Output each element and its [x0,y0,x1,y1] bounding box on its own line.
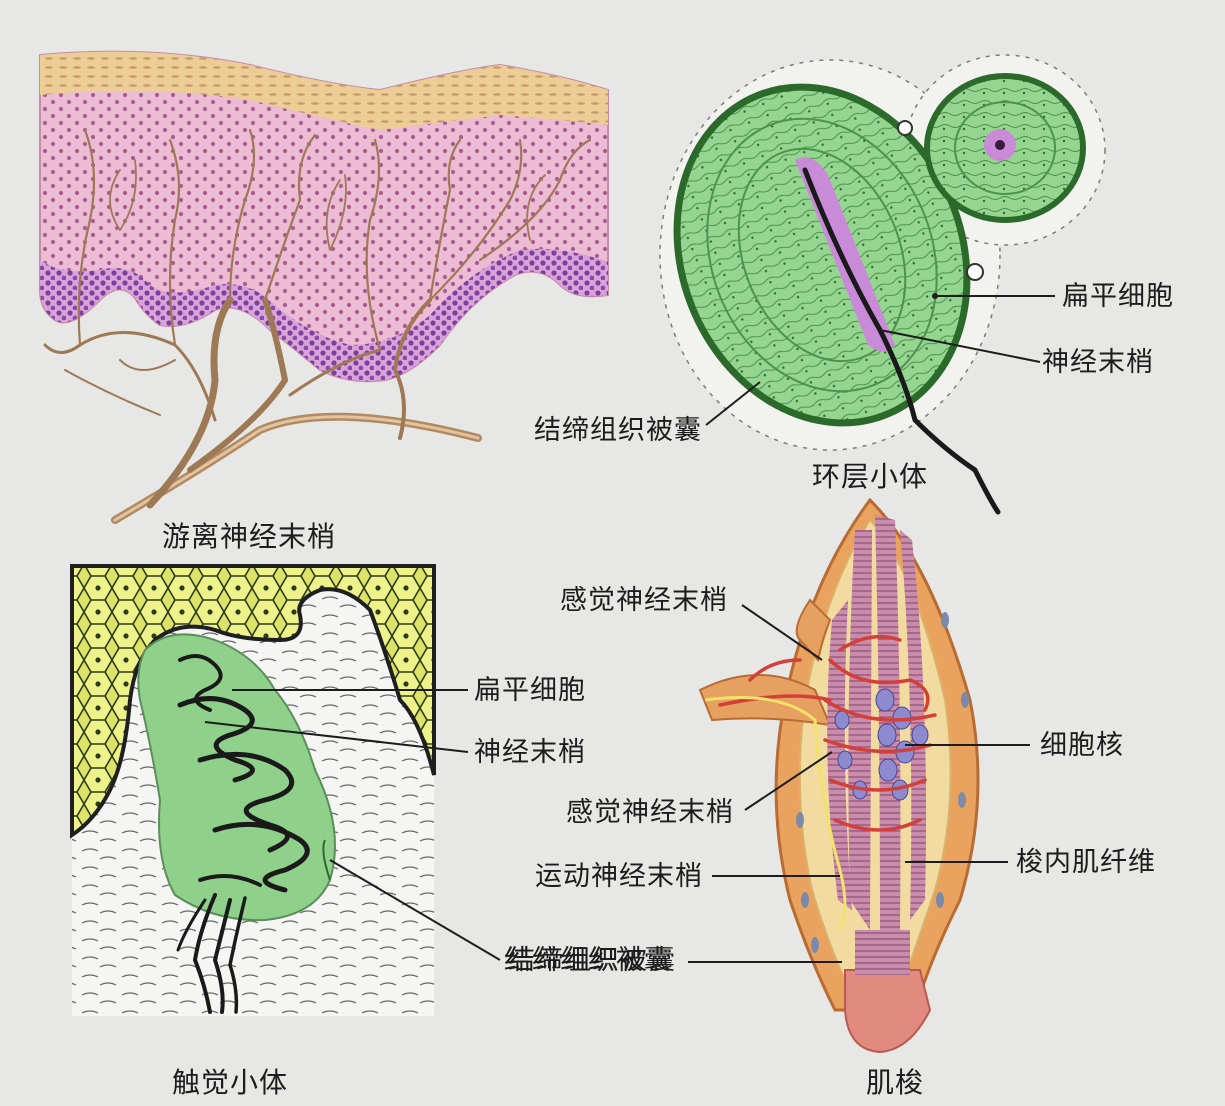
caption-free-nerve-endings: 游离神经末梢 [162,520,337,553]
caption-muscle-spindle: 肌梭 [866,1066,925,1099]
leader-sensory-top [741,604,823,661]
leader-sensory-mid [744,751,833,811]
nerve-branch-upper [795,598,832,663]
stratum-corneum [40,51,608,130]
vessel-a [897,120,913,136]
basal-layer [40,248,608,382]
caption-tactile-corpuscle: 触觉小体 [172,1066,289,1099]
small-corpuscle-axon [995,140,1005,150]
small-corpuscle-ring [954,101,1056,195]
label-spindle-capsule: 结缔组织被囊 [508,945,676,976]
tactile-nerve-coils [176,654,310,1014]
label-tactile-flat-cell: 扁平细胞 [474,675,586,706]
label-spindle-sensory-mid: 感觉神经末梢 [566,797,734,828]
label-tactile-capsule: 结缔组织被囊 [504,945,672,976]
central-axon [802,167,1001,515]
lamellar-capsule-inner2 [737,147,907,363]
leader-capsule [705,381,761,426]
leader-tactile-capsule [329,859,501,961]
vessel-b [966,263,984,281]
free-nerve-fibers [43,128,592,524]
label-spindle-motor: 运动神经末梢 [535,861,703,892]
lamellar-capsule-inner [706,117,938,393]
tactile-corpuscle-illustration [70,564,501,1016]
muscle-spindle-illustration [688,497,1030,1054]
spindle-nuclei [834,688,929,801]
label-spindle-nucleus: 细胞核 [1040,730,1124,761]
free-nerve-endings-illustration [39,50,609,524]
muscle-end-stripes [855,930,910,975]
caption-lamellar-corpuscle: 环层小体 [812,460,929,493]
epidermis-cells [70,564,436,839]
leader-tactile-nerve [204,721,469,753]
label-tactile-nerve-ending: 神经末梢 [474,737,586,768]
leader-nerve-ending [879,329,1041,363]
tactile-capsule-edge [322,839,331,881]
label-lamellar-flat-cell: 扁平细胞 [1062,281,1174,312]
capsule-cell-nuclei [796,612,969,953]
leader-dot [932,293,938,299]
label-lamellar-nerve-ending: 神经末梢 [1042,347,1154,378]
muscle-tendon-end [844,969,932,1054]
label-lamellar-capsule: 结缔组织被囊 [534,415,702,446]
label-spindle-sensory-top: 感觉神经末梢 [560,585,728,616]
motor-nerve-yellow [704,696,847,931]
sensory-endings-red [718,634,937,832]
lamellar-corpuscle-illustration [659,54,1106,515]
label-spindle-intrafusal: 梭内肌纤维 [1016,847,1156,878]
